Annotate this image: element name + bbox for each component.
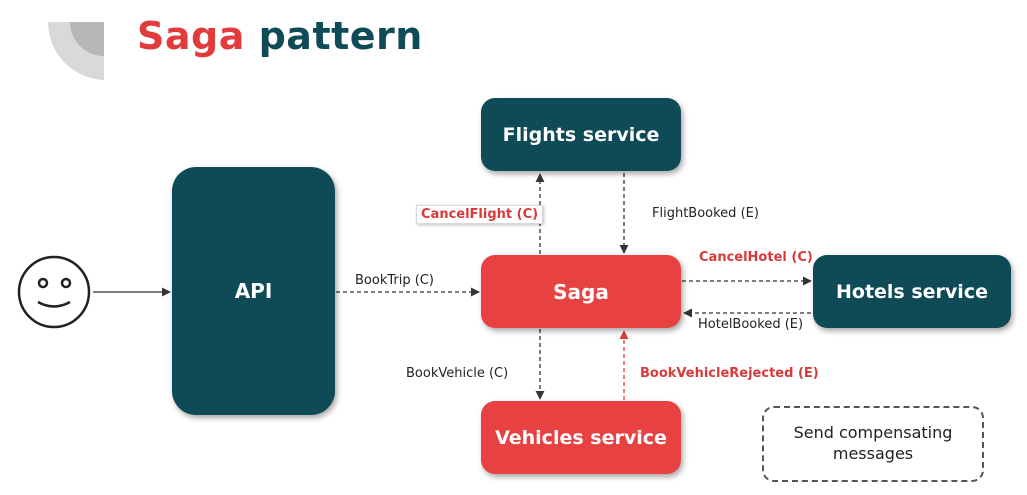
cancelhotel-label: CancelHotel (C) [699,250,813,265]
page-title: Saga pattern [137,14,423,58]
note-text: Send compensating messages [793,423,953,463]
hotelbooked-label: HotelBooked (E) [698,317,804,332]
booktrip-label: BookTrip (C) [355,273,434,288]
flights-service-label: Flights service [502,123,660,146]
vehicles-service-label: Vehicles service [495,426,667,449]
bookvehiclerejected-label: BookVehicleRejected (E) [640,366,819,381]
vehicles-service-box: Vehicles service [481,401,681,474]
saga-box: Saga [481,255,681,328]
title-word-saga: Saga [137,14,245,58]
flights-service-box: Flights service [481,98,681,171]
bookvehicle-label: BookVehicle (C) [406,366,509,381]
saga-label: Saga [553,279,609,304]
title-word-pattern: pattern [258,14,423,58]
api-label: API [234,279,273,303]
corner-decoration [47,22,104,80]
compensating-messages-note: Send compensating messages [762,406,984,482]
hotels-service-box: Hotels service [813,255,1011,328]
hotels-service-label: Hotels service [836,280,988,303]
cancelflight-label: CancelFlight (C) [416,205,544,224]
api-box: API [172,167,335,415]
smiley-face-icon [17,255,91,329]
flightbooked-label: FlightBooked (E) [652,206,759,221]
